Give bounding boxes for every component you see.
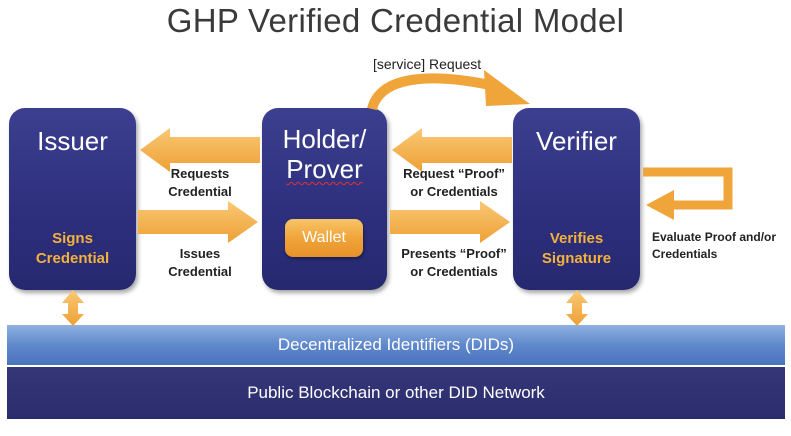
presents-proof-label-2: or Credentials (410, 264, 498, 279)
holder-title-line2: Prover (262, 154, 387, 185)
wallet-button[interactable]: Wallet (285, 219, 363, 257)
issues-credential-label-2: Credential (168, 264, 232, 279)
requests-credential-arrow (140, 128, 260, 172)
evaluate-label-2: Credentials (652, 247, 718, 261)
network-layer: Public Blockchain or other DID Network (7, 367, 785, 419)
presents-proof-label-1: Presents “Proof” (401, 246, 507, 261)
verifier-did-double-arrow (566, 290, 588, 326)
evaluate-label-1: Evaluate Proof and/or (652, 230, 777, 244)
issuer-box: Issuer Signs Credential (9, 108, 136, 290)
verifier-sub-line1: Verifies (549, 230, 604, 247)
service-request-arrowhead (484, 70, 530, 106)
verifier-sub-line2: Signature (541, 250, 612, 267)
service-request-label: [service] Request (373, 56, 482, 72)
holder-title-line1: Holder/ (282, 124, 367, 154)
issuer-title: Issuer (37, 126, 108, 156)
request-proof-arrow (392, 128, 512, 172)
requests-credential-label-1: Requests (170, 166, 230, 181)
evaluate-loop-arrow (643, 167, 733, 210)
holder-box: Holder/ Prover Wallet (262, 108, 387, 290)
issuer-sub-line1: Signs (52, 230, 93, 247)
request-proof-label-1: Request “Proof” (403, 166, 505, 181)
holder-title-line2-text: Prover (286, 154, 363, 184)
issuer-did-double-arrow (62, 290, 84, 326)
request-proof-label-2: or Credentials (410, 184, 498, 199)
verifier-box: Verifier Verifies Signature (513, 108, 640, 290)
did-layer: Decentralized Identifiers (DIDs) (7, 325, 785, 365)
issues-credential-label-1: Issues (179, 246, 221, 261)
issues-credential-arrow (138, 201, 258, 243)
verifier-title: Verifier (536, 126, 617, 156)
issuer-sub-line2: Credential (35, 250, 110, 267)
service-request-arrow (367, 73, 497, 111)
diagram-title: GHP Verified Credential Model (166, 2, 625, 39)
presents-proof-arrow (390, 201, 510, 243)
evaluate-loop-arrowhead (646, 190, 674, 220)
requests-credential-label-2: Credential (168, 184, 232, 199)
